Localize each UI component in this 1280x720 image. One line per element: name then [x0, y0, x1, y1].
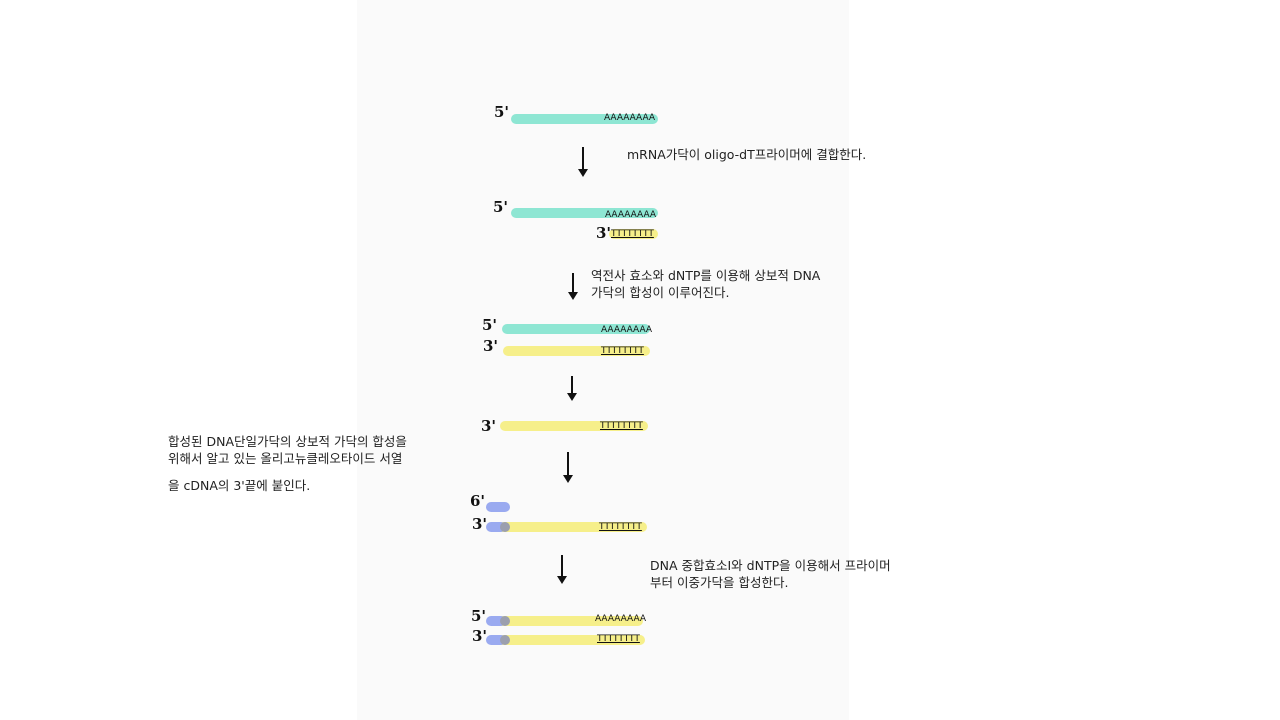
- diagram-panel: [357, 0, 849, 720]
- down-arrow: [578, 147, 588, 177]
- step-2-caption: 역전사 효소와 dNTP를 이용해 상보적 DNA 가닥의 합성이 이루어진다.: [591, 267, 820, 301]
- poly-t-tail: TTTTTTTT: [597, 634, 640, 644]
- mrna-strand: [511, 114, 658, 124]
- ds-cdna-bottom-strand: [489, 635, 645, 645]
- five-prime-label: 5': [482, 316, 498, 334]
- five-prime-label: 5': [471, 607, 487, 625]
- primer-five-prime-label: 6': [470, 492, 486, 510]
- five-prime-label: 5': [494, 103, 510, 121]
- step-1-caption: mRNA가닥이 oligo-dT프라이머에 결합한다.: [627, 146, 866, 163]
- three-prime-label: 3': [472, 627, 488, 645]
- step-4-line-1: 합성된 DNA단일가닥의 상보적 가닥의 합성을: [168, 434, 407, 449]
- primer-overlap: [500, 522, 510, 532]
- three-prime-label: 3': [481, 417, 497, 435]
- mrna-strand: [502, 324, 650, 334]
- primer-tag: [486, 616, 506, 626]
- down-arrow: [557, 555, 567, 584]
- poly-t-tail: TTTTTTTT: [600, 421, 643, 431]
- oligo-dt-primer: [609, 229, 658, 239]
- step-5-line-1: DNA 중합효소I와 dNTP을 이용해서 프라이머: [650, 558, 891, 573]
- step-1-text: mRNA가닥이 oligo-dT프라이머에 결합한다.: [627, 147, 867, 162]
- mrna-strand: [511, 208, 658, 218]
- poly-a-tail: AAAAAAAA: [605, 210, 657, 220]
- cdna-strand: [500, 421, 648, 431]
- three-prime-label: 3': [483, 337, 499, 355]
- poly-a-tail: AAAAAAAA: [601, 325, 653, 335]
- down-arrow: [567, 376, 577, 401]
- poly-t-primer: TTTTTTTT: [611, 229, 654, 239]
- poly-t-tail: TTTTTTTT: [599, 522, 642, 532]
- oligonucleotide-primer: [486, 502, 510, 512]
- down-arrow: [563, 452, 573, 483]
- primer-tag: [486, 522, 506, 532]
- step-5-line-2: 부터 이중가닥을 합성한다.: [650, 575, 789, 590]
- down-arrow: [568, 273, 578, 300]
- step-2-line-2: 가닥의 합성이 이루어진다.: [591, 285, 730, 300]
- three-prime-label: 3': [472, 515, 488, 533]
- primer-tag: [486, 635, 506, 645]
- poly-a-tail: AAAAAAAA: [604, 113, 656, 123]
- primer-overlap: [500, 616, 510, 626]
- five-prime-label: 5': [493, 198, 509, 216]
- step-5-caption: DNA 중합효소I와 dNTP을 이용해서 프라이머 부터 이중가닥을 합성한다…: [650, 557, 891, 591]
- step-4-line-2: 위해서 알고 있는 올리고뉴클레오타이드 서열: [168, 451, 403, 466]
- poly-t-tail: TTTTTTTT: [601, 346, 644, 356]
- cdna-strand: [503, 346, 650, 356]
- step-4-line-3: 을 cDNA의 3'끝에 붙인다.: [168, 478, 311, 493]
- three-prime-label: 3': [596, 224, 612, 242]
- cdna-strand: [489, 522, 647, 532]
- poly-a-tail: AAAAAAAA: [595, 614, 647, 624]
- ds-cdna-top-strand: [489, 616, 643, 626]
- step-4-caption: 합성된 DNA단일가닥의 상보적 가닥의 합성을 위해서 알고 있는 올리고뉴클…: [168, 433, 407, 494]
- step-2-line-1: 역전사 효소와 dNTP를 이용해 상보적 DNA: [591, 268, 821, 283]
- primer-overlap: [500, 635, 510, 645]
